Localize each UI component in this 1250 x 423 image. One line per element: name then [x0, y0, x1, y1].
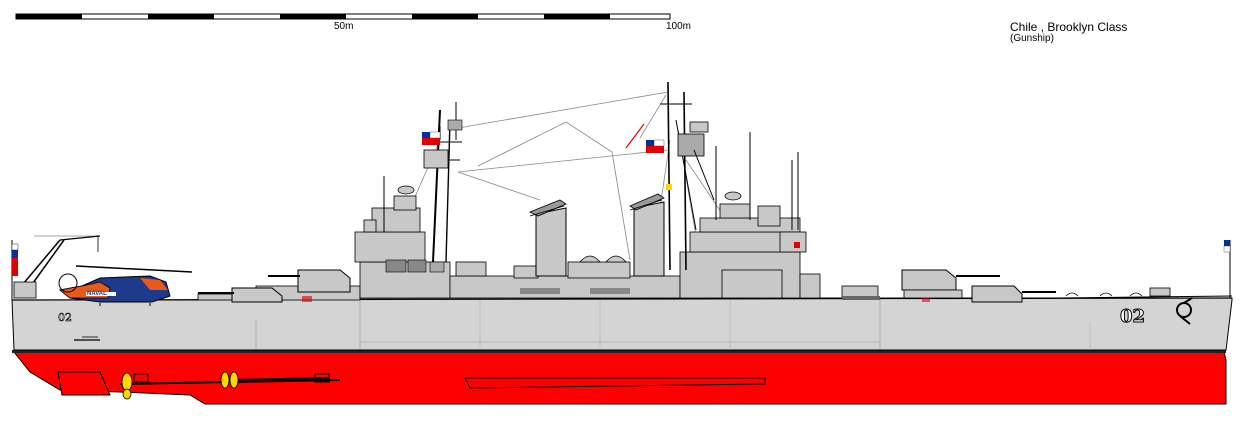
stern-crane [13, 235, 101, 299]
fore-mast [660, 81, 715, 271]
hull-number-stern: 02 [58, 311, 73, 325]
scale-label-50m: 50m [334, 21, 354, 32]
helicopter [58, 265, 193, 306]
stern-ensign [11, 240, 19, 300]
turret-fwd-lower [971, 285, 1056, 303]
turret-fwd-upper [901, 269, 1000, 302]
funnel-aft [529, 199, 567, 277]
mid-deck-mount [841, 285, 880, 300]
propulsion [119, 371, 341, 400]
fore-mast-flag [625, 123, 672, 190]
boot-topping [12, 350, 1226, 353]
hull-side [11, 297, 1233, 351]
aft-mast-flag [422, 131, 441, 145]
anchor-icon [1176, 297, 1193, 325]
drawing-subtitle: (Gunship) [1010, 33, 1054, 44]
bow-jack [1223, 240, 1231, 253]
helicopter-marking: NAVAL [87, 291, 107, 297]
midships-deck [449, 255, 681, 299]
turret-aft-lower [198, 287, 283, 303]
aft-superstructure [354, 176, 451, 299]
aft-mast [423, 102, 463, 263]
funnel-fwd [629, 193, 665, 277]
propeller-aft [121, 372, 133, 400]
bow-details [1059, 240, 1233, 299]
drawing-title: Chile , Brooklyn Class [1010, 20, 1128, 34]
forward-superstructure [679, 132, 821, 299]
propeller-fwd [220, 371, 239, 389]
scale-bar [15, 13, 671, 20]
turret-aft-upper [268, 269, 351, 302]
scale-label-100m: 100m [666, 21, 692, 32]
underwater-hull [12, 351, 1227, 405]
hull-number-bow: 02 [1119, 306, 1146, 328]
